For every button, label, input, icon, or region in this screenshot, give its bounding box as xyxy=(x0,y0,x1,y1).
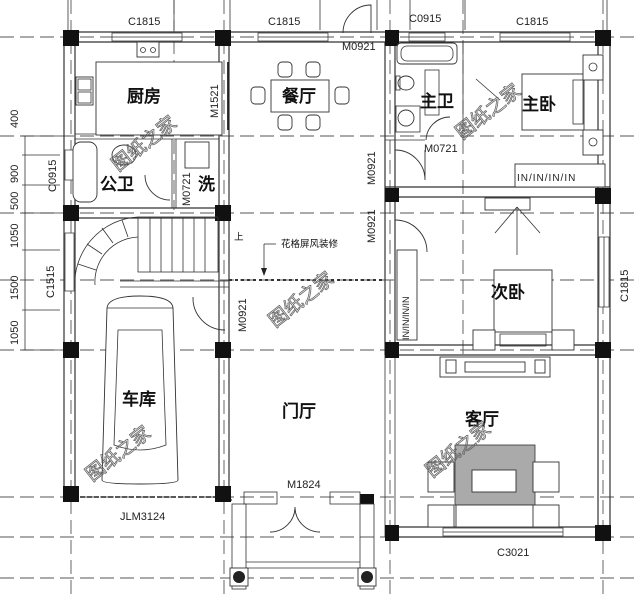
room-kitchen: 厨房 xyxy=(127,86,161,107)
svg-text:IN/IN/IN/IN: IN/IN/IN/IN xyxy=(517,173,576,184)
window-code-stair: C1515 xyxy=(45,266,57,298)
room-master-bath: 主卫 xyxy=(420,91,454,112)
svg-text:IN/IN/IN/IN: IN/IN/IN/IN xyxy=(401,296,411,340)
room-public-bath: 公卫 xyxy=(100,175,134,195)
room-master-bedroom: 主卧 xyxy=(522,94,556,115)
room-living: 客厅 xyxy=(464,409,499,430)
door-code-laundry: M0721 xyxy=(181,172,193,206)
top-extension-lines xyxy=(67,0,608,30)
window-code-master-bedroom: C1815 xyxy=(516,16,548,28)
window-code-living: C3021 xyxy=(497,547,529,559)
door-code-garage-rollup: JLM3124 xyxy=(120,511,165,523)
room-laundry: 洗 xyxy=(198,174,215,195)
room-garage: 车库 xyxy=(122,389,156,410)
door-code-master-bedroom: M0921 xyxy=(366,151,378,185)
room-foyer: 门厅 xyxy=(282,401,316,422)
living-room-furniture xyxy=(427,356,560,528)
door-code-kitchen: M1521 xyxy=(209,84,221,118)
doors xyxy=(144,4,451,533)
screen-note-leader xyxy=(261,243,276,276)
door-code-garage-inner: M0921 xyxy=(237,298,249,332)
screen-partition-note: 花格屏风装修 xyxy=(281,238,339,250)
dim-900: 900 xyxy=(9,165,21,183)
window-code-second-bedroom: C1815 xyxy=(619,270,631,302)
windows xyxy=(64,32,610,537)
stair-up-label: 上 xyxy=(234,232,244,243)
dim-500: 500 xyxy=(9,192,21,210)
master-bath xyxy=(395,42,501,133)
room-dining: 餐厅 xyxy=(282,86,316,107)
window-code-dining: C1815 xyxy=(268,16,300,28)
room-second-bedroom: 次卧 xyxy=(491,282,525,303)
door-code-main-entry: M1824 xyxy=(287,479,321,491)
watermark: 图纸之家 xyxy=(265,268,338,332)
second-bedroom-furniture: IN/IN/IN/IN xyxy=(396,197,575,351)
dim-400: 400 xyxy=(9,110,21,128)
door-code-master-bath: M0721 xyxy=(424,143,458,155)
columns xyxy=(63,30,611,541)
car xyxy=(101,295,179,485)
master-bedroom-furniture: IN/IN/IN/IN xyxy=(514,54,606,188)
left-dimensions: 400 900 500 1050 1500 1050 xyxy=(9,110,60,351)
porch xyxy=(229,491,377,590)
public-bath xyxy=(72,141,210,203)
window-code-master-bath: C0915 xyxy=(409,13,441,25)
window-code-kitchen: C1815 xyxy=(128,16,160,28)
staircase xyxy=(74,216,219,291)
door-code-top-entry: M0921 xyxy=(342,41,376,53)
dim-1500: 1500 xyxy=(9,276,21,300)
door-code-second-bedroom: M0921 xyxy=(366,209,378,243)
window-code-public-bath: C0915 xyxy=(47,160,59,192)
dining-table xyxy=(250,61,350,131)
kitchen xyxy=(75,41,229,136)
dim-1050-b: 1050 xyxy=(9,321,21,345)
dim-1050-a: 1050 xyxy=(9,224,21,248)
